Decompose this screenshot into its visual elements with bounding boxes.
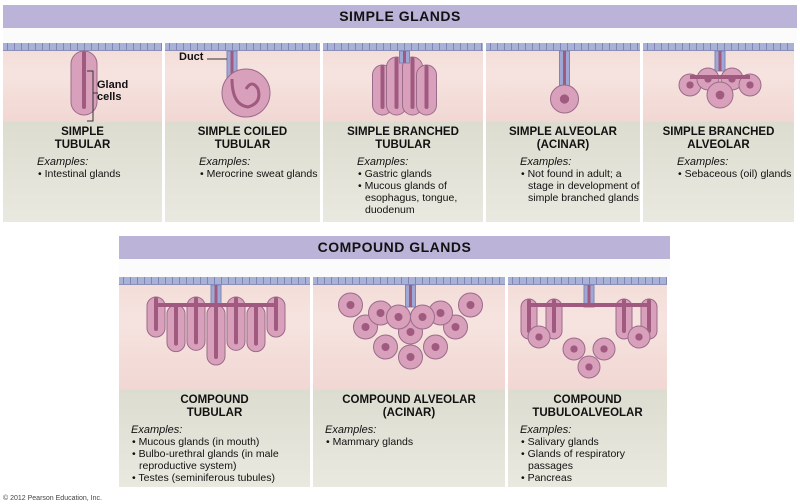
gland-panel: COMPOUND ALVEOLAR(ACINAR) Examples:Mamma… bbox=[313, 277, 508, 487]
example-item: Intestinal glands bbox=[37, 168, 162, 180]
gland-type-title: SIMPLE ALVEOLAR(ACINAR) bbox=[509, 126, 617, 151]
gland-illustration bbox=[508, 277, 667, 390]
example-item: Mucous glands (in mouth) bbox=[131, 436, 310, 448]
examples-list: Mucous glands (in mouth)Bulbo-urethral g… bbox=[131, 436, 310, 484]
gland-illustration bbox=[486, 43, 640, 122]
copyright: © 2012 Pearson Education, Inc. bbox=[3, 495, 102, 502]
simple-glands-header: SIMPLE GLANDS bbox=[3, 5, 797, 28]
example-item: Merocrine sweat glands bbox=[199, 168, 320, 180]
gland-illustration bbox=[313, 277, 505, 390]
examples-list: Mammary glands bbox=[325, 436, 505, 448]
gland-illustration bbox=[119, 277, 310, 390]
examples-label: Examples: bbox=[325, 424, 377, 436]
gland-illustration bbox=[643, 43, 794, 122]
spacer bbox=[119, 259, 670, 277]
examples-list: Not found in adult; a stage in developme… bbox=[520, 168, 640, 204]
example-item: Mucous glands of esophagus, tongue, duod… bbox=[357, 180, 483, 216]
duct-label: Duct bbox=[179, 51, 204, 63]
examples-list: Sebaceous (oil) glands bbox=[677, 168, 794, 180]
gland-type-title: COMPOUND ALVEOLAR(ACINAR) bbox=[342, 394, 476, 419]
gland-illustration bbox=[323, 43, 483, 122]
examples-label: Examples: bbox=[520, 156, 572, 168]
example-item: Mammary glands bbox=[325, 436, 505, 448]
gland-illustration: Duct bbox=[165, 43, 320, 122]
example-item: Not found in adult; a stage in developme… bbox=[520, 168, 640, 204]
example-item: Bulbo-urethral glands (in male reproduct… bbox=[131, 448, 310, 472]
examples-label: Examples: bbox=[520, 424, 572, 436]
epithelium bbox=[3, 43, 162, 51]
example-item: Pancreas bbox=[520, 472, 667, 484]
examples-list: Gastric glandsMucous glands of esophagus… bbox=[357, 168, 483, 216]
example-item: Salivary glands bbox=[520, 436, 667, 448]
examples-label: Examples: bbox=[677, 156, 729, 168]
example-item: Glands of respiratory passages bbox=[520, 448, 667, 472]
gland-cells-label: Gland cells bbox=[97, 79, 129, 103]
gland-panel: SIMPLE ALVEOLAR(ACINAR) Examples:Not fou… bbox=[486, 43, 643, 222]
example-item: Sebaceous (oil) glands bbox=[677, 168, 794, 180]
examples-label: Examples: bbox=[131, 424, 183, 436]
examples-label: Examples: bbox=[357, 156, 409, 168]
example-item: Gastric glands bbox=[357, 168, 483, 180]
examples-list: Salivary glandsGlands of respiratory pas… bbox=[520, 436, 667, 484]
spacer bbox=[3, 28, 797, 43]
gland-illustration: Gland cells bbox=[3, 43, 162, 122]
examples-label: Examples: bbox=[37, 156, 89, 168]
epithelium bbox=[165, 43, 320, 51]
examples-list: Intestinal glands bbox=[37, 168, 162, 180]
compound-glands-header: COMPOUND GLANDS bbox=[119, 236, 670, 259]
example-item: Testes (seminiferous tubules) bbox=[131, 472, 310, 484]
examples-list: Merocrine sweat glands bbox=[199, 168, 320, 180]
examples-label: Examples: bbox=[199, 156, 251, 168]
